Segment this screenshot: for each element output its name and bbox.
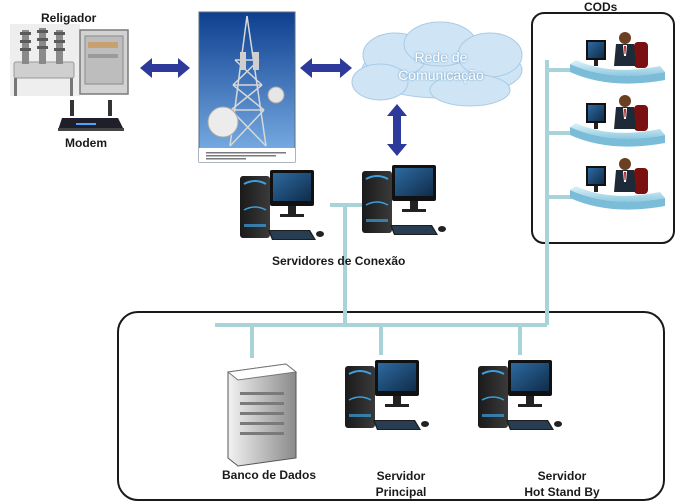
cods-box xyxy=(531,12,675,244)
religador-label: Religador xyxy=(41,11,97,25)
hot-standby-label: Servidor Hot Stand By xyxy=(512,468,612,500)
radio-tower-icon xyxy=(198,11,296,163)
double-arrow-icon xyxy=(140,58,190,78)
main-server-icon xyxy=(344,359,430,431)
connection-server-1-icon xyxy=(239,169,325,241)
connection-server-2-icon xyxy=(361,164,447,236)
operator-station-1-icon xyxy=(570,32,665,84)
main-server-label: Servidor Principal xyxy=(366,468,436,500)
double-arrow-icon xyxy=(387,104,407,156)
rede-line-2: Comunicação xyxy=(398,67,484,83)
cloud-icon xyxy=(351,21,523,107)
operator-station-2-icon xyxy=(570,95,665,147)
database-label: Banco de Dados xyxy=(222,468,317,482)
modem-icon xyxy=(58,100,124,131)
recloser-icon xyxy=(10,24,129,96)
database-server-icon xyxy=(226,363,298,467)
hot-standby-line-2: Hot Stand By xyxy=(524,485,600,499)
rede-line-1: Rede de xyxy=(414,49,468,65)
main-server-line-2: Principal xyxy=(375,485,427,499)
main-server-line-1: Servidor xyxy=(376,469,426,483)
operator-station-3-icon xyxy=(570,158,665,210)
connection-servers-label: Servidores de Conexão xyxy=(272,254,406,268)
communication-network-label: Rede de Comunicação xyxy=(376,48,506,84)
hot-standby-server-icon xyxy=(477,359,563,431)
modem-label: Modem xyxy=(65,136,107,150)
servers-box xyxy=(117,311,665,501)
network-links xyxy=(215,60,572,358)
double-arrow-icon xyxy=(300,58,352,78)
cods-label: CODs xyxy=(584,0,618,14)
hot-standby-line-1: Servidor xyxy=(537,469,587,483)
